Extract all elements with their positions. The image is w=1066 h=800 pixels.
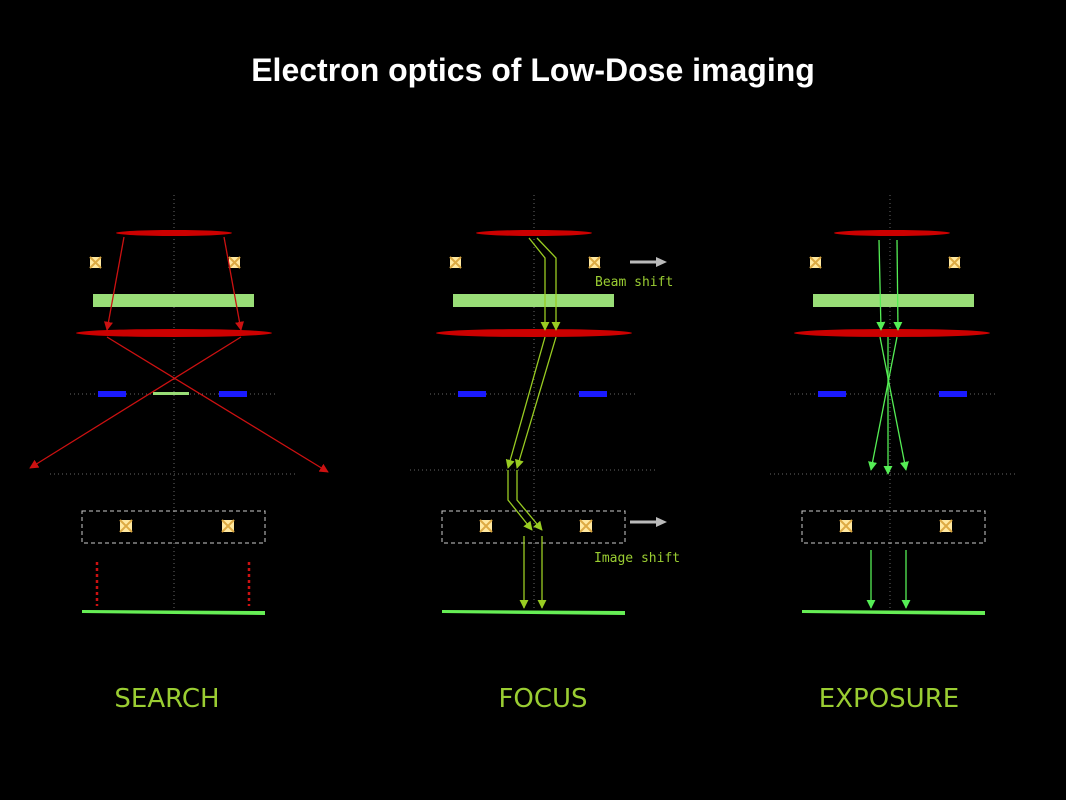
beam-shift-label: Beam shift bbox=[595, 275, 674, 290]
objective-lens bbox=[76, 329, 272, 337]
condenser-lens bbox=[834, 230, 950, 236]
deflector-coil-icon bbox=[479, 519, 493, 533]
right-arrow-icon bbox=[630, 257, 667, 267]
specimen-plane bbox=[93, 294, 254, 307]
viewing-screen bbox=[442, 610, 625, 615]
deflector-coil-icon bbox=[809, 256, 822, 269]
projector-lens-box bbox=[81, 510, 266, 544]
beam-ray bbox=[505, 336, 546, 469]
aperture-opening bbox=[153, 392, 189, 395]
beam-ray bbox=[29, 336, 242, 469]
aperture-blade bbox=[939, 391, 967, 397]
panel-search bbox=[29, 195, 329, 615]
condenser-lens bbox=[476, 230, 592, 236]
projector-lens-box bbox=[801, 510, 986, 544]
beam-ray bbox=[106, 336, 329, 473]
deflector-coil-icon bbox=[221, 519, 235, 533]
aperture-blade bbox=[579, 391, 607, 397]
specimen-plane bbox=[813, 294, 974, 307]
beam-ray bbox=[223, 236, 245, 331]
beam-ray bbox=[879, 336, 909, 471]
page-title: Electron optics of Low-Dose imaging bbox=[251, 52, 815, 88]
panel-label-focus: FOCUS bbox=[498, 684, 588, 714]
projector-lens-box bbox=[441, 510, 626, 544]
deflector-coil-icon bbox=[839, 519, 853, 533]
deflector-coil-icon bbox=[228, 256, 241, 269]
objective-lens bbox=[794, 329, 990, 337]
beam-ray bbox=[536, 237, 561, 331]
aperture-blade bbox=[458, 391, 486, 397]
deflector-coil-icon bbox=[449, 256, 462, 269]
beam-ray bbox=[507, 470, 533, 531]
panel-focus bbox=[410, 195, 667, 615]
panel-label-search: SEARCH bbox=[114, 684, 220, 714]
viewing-screen bbox=[82, 610, 265, 615]
specimen-plane bbox=[453, 294, 614, 307]
aperture-blade bbox=[219, 391, 247, 397]
condenser-lens bbox=[116, 230, 232, 236]
deflector-coil-icon bbox=[939, 519, 953, 533]
beam-ray bbox=[528, 237, 550, 331]
panel-exposure bbox=[770, 195, 1015, 615]
beam-ray bbox=[516, 470, 543, 531]
beam-ray bbox=[868, 336, 898, 471]
viewing-screen bbox=[802, 610, 985, 615]
beam-ray bbox=[876, 239, 886, 331]
beam-ray bbox=[893, 239, 903, 331]
objective-lens bbox=[436, 329, 632, 337]
beam-ray bbox=[103, 236, 125, 331]
aperture-blade bbox=[818, 391, 846, 397]
beam-ray bbox=[514, 336, 557, 469]
deflector-coil-icon bbox=[119, 519, 133, 533]
deflector-coil-icon bbox=[579, 519, 593, 533]
image-shift-label: Image shift bbox=[594, 551, 681, 566]
deflector-coil-icon bbox=[588, 256, 601, 269]
deflector-coil-icon bbox=[89, 256, 102, 269]
aperture-blade bbox=[98, 391, 126, 397]
right-arrow-icon bbox=[630, 517, 667, 527]
deflector-coil-icon bbox=[948, 256, 961, 269]
panel-label-exposure: EXPOSURE bbox=[818, 684, 960, 714]
